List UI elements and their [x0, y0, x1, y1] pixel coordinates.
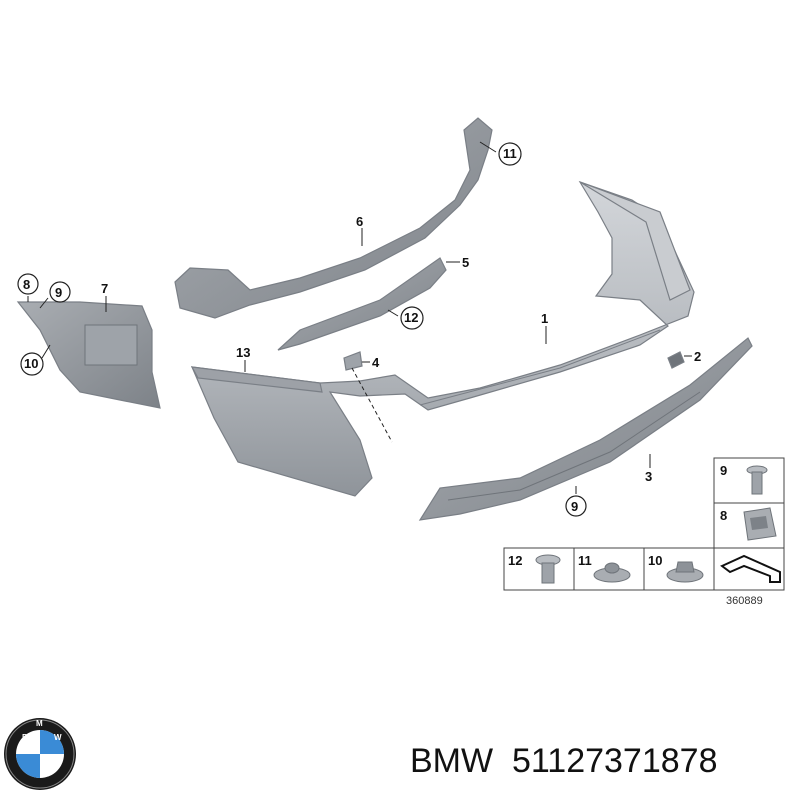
bumper-carrier [174, 117, 493, 319]
svg-text:M: M [36, 719, 43, 728]
reinforcement-plate [277, 257, 447, 351]
legend-9: 9 [720, 463, 727, 478]
callout-4: 4 [372, 355, 380, 370]
clip-part-4 [343, 351, 363, 371]
fastener-legend: 9 8 12 11 10 [503, 457, 785, 591]
callout-10: 10 [24, 356, 38, 371]
callout-2: 2 [694, 349, 701, 364]
legend-8: 8 [720, 508, 727, 523]
callout-3: 3 [645, 469, 652, 484]
callout-9b: 9 [571, 499, 578, 514]
callout-11: 11 [503, 146, 517, 161]
legend-11: 11 [578, 553, 592, 568]
diagram-reference: 360889 [726, 595, 763, 607]
lower-diffuser [418, 337, 753, 521]
callout-8: 8 [23, 277, 30, 292]
callout-13: 13 [236, 345, 250, 360]
callout-12: 12 [404, 310, 418, 325]
callout-6: 6 [356, 214, 363, 229]
svg-text:B: B [22, 733, 28, 742]
callout-7: 7 [101, 281, 108, 296]
clip-part-2 [667, 351, 685, 369]
left-bracket [16, 301, 161, 409]
callout-leaders [27, 141, 692, 494]
bmw-logo: B M W [4, 718, 76, 790]
footer-brand: BMW [410, 742, 493, 780]
callout-1: 1 [541, 311, 548, 326]
svg-text:W: W [54, 733, 62, 742]
legend-12: 12 [508, 553, 522, 568]
rear-bumper-cover [190, 180, 695, 497]
legend-10: 10 [648, 553, 662, 568]
callout-9: 9 [55, 285, 62, 300]
footer-part-number: 51127371878 [512, 742, 717, 780]
callout-5: 5 [462, 255, 469, 270]
